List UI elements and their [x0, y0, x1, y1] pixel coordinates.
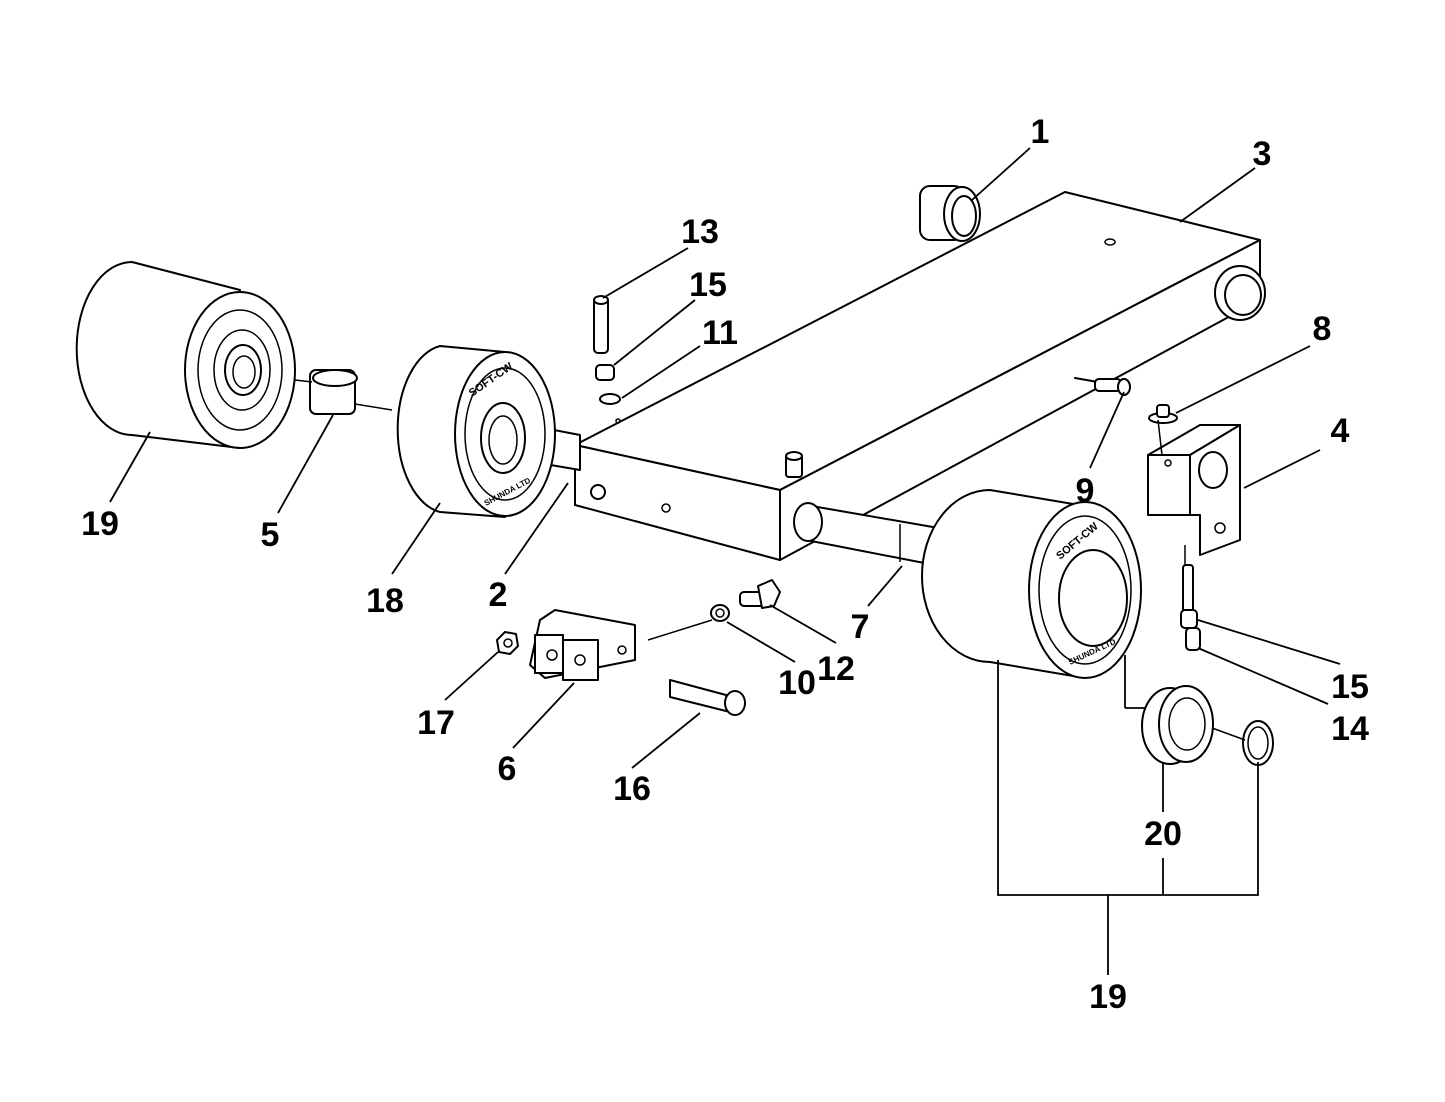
callout-10: 10	[778, 664, 816, 702]
callout-13: 13	[681, 213, 719, 251]
frame-beam	[574, 191, 1266, 561]
callout-15-bottom: 15	[1331, 668, 1369, 706]
wheel-left	[75, 261, 296, 449]
callout-6: 6	[498, 750, 517, 788]
bolt-12	[739, 579, 781, 609]
grease-fitting	[785, 451, 803, 478]
retaining-ring	[1242, 720, 1274, 766]
callout-15-top: 15	[689, 266, 727, 304]
sleeve	[309, 369, 358, 415]
bracket	[1147, 424, 1241, 556]
pin-9	[1074, 377, 1131, 396]
wheel-branded: SOFT-CW SHUNDA LTD	[396, 345, 556, 518]
callout-labels: 1 3 13 15 11 8 4 9 19 5 18 2 7 10 12 17 …	[81, 113, 1369, 1016]
callout-2: 2	[489, 576, 508, 614]
callout-16: 16	[613, 770, 651, 808]
callout-17: 17	[417, 704, 455, 742]
bearing	[1141, 685, 1214, 765]
fitting-8	[1148, 404, 1178, 424]
leader-lines	[109, 147, 1341, 812]
assembly-bracket	[997, 660, 1259, 975]
callout-18: 18	[366, 582, 404, 620]
callout-7: 7	[851, 608, 870, 646]
wheel-right: SOFT-CW SHUNDA LTD	[921, 489, 1142, 679]
callout-9: 9	[1076, 472, 1095, 510]
center-lines	[294, 379, 1246, 741]
callout-5: 5	[261, 516, 280, 554]
clamp-block	[529, 609, 636, 681]
bushing	[919, 185, 981, 242]
bolt-lower-right	[1180, 564, 1201, 651]
callout-4: 4	[1331, 412, 1350, 450]
axle-right	[793, 502, 951, 569]
callout-8: 8	[1313, 310, 1332, 348]
callout-19-bottom: 19	[1089, 978, 1127, 1016]
bolt-16	[669, 679, 746, 716]
callout-19-left: 19	[81, 505, 119, 543]
callout-1: 1	[1031, 113, 1050, 151]
screw-stack	[593, 295, 621, 424]
callout-14: 14	[1331, 710, 1369, 748]
callout-12: 12	[817, 650, 855, 688]
callout-3: 3	[1253, 135, 1272, 173]
callout-20: 20	[1144, 815, 1182, 853]
washer-10	[710, 604, 730, 622]
nut-17	[496, 631, 519, 655]
callout-11: 11	[702, 314, 738, 352]
